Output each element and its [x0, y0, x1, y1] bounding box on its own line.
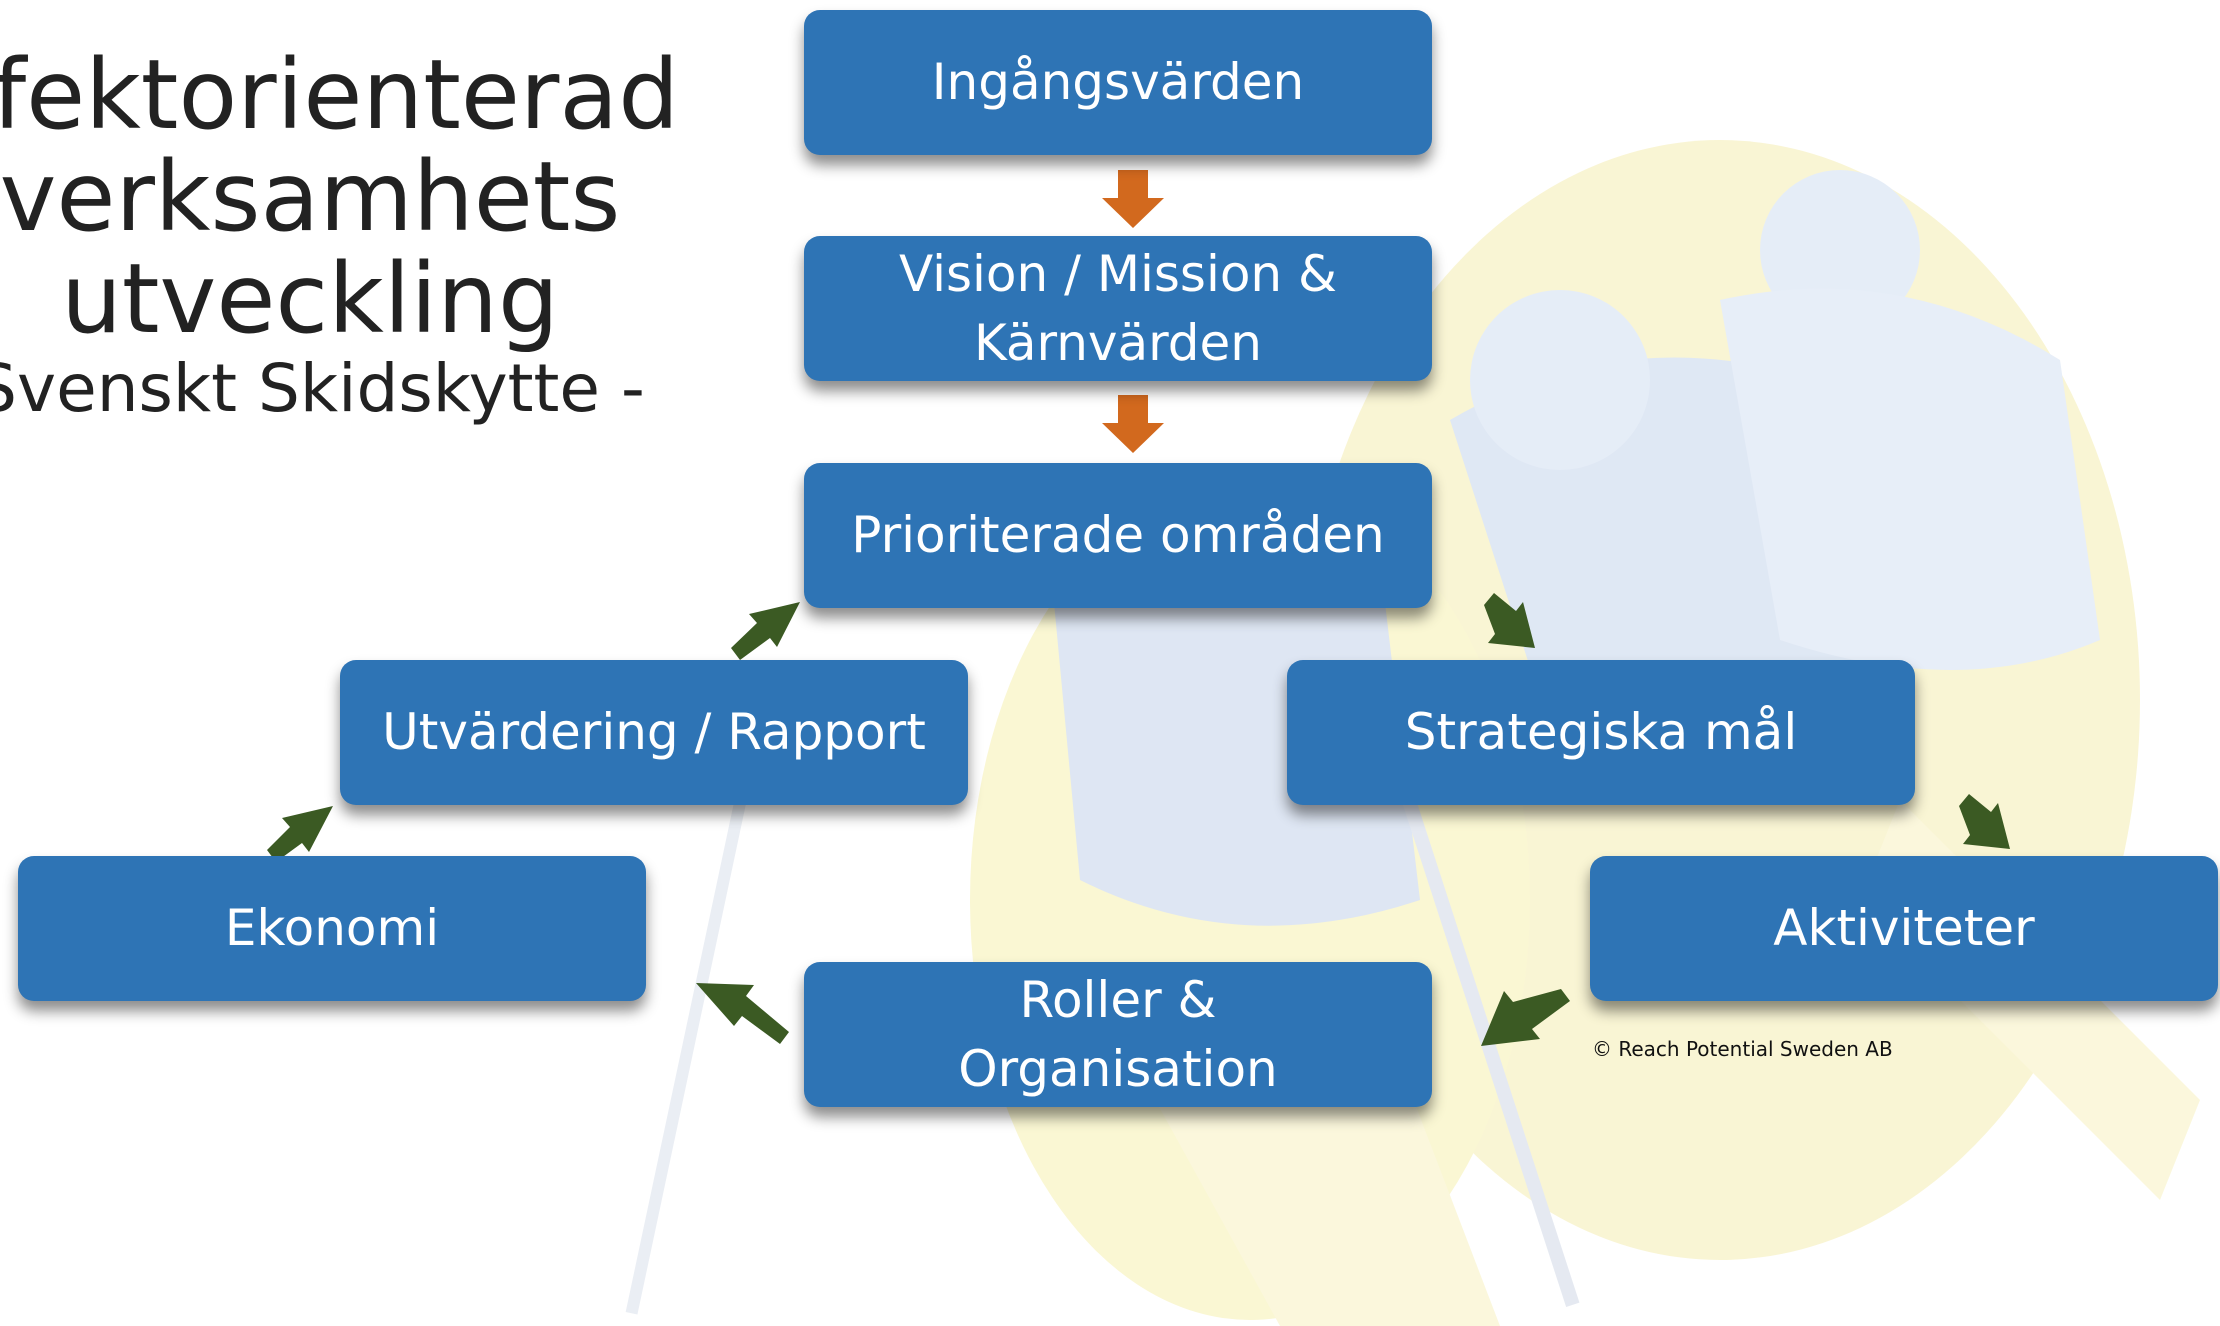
node-label-line-2: Organisation — [958, 1039, 1278, 1098]
node-label-line-1: Roller & — [1019, 970, 1217, 1029]
node-ekonomi: Ekonomi — [18, 856, 646, 1001]
node-label: Strategiska mål — [1404, 703, 1798, 761]
copyright-notice: © Reach Potential Sweden AB — [1592, 1037, 1893, 1061]
node-label: Aktiviteter — [1773, 899, 2035, 957]
node-vision: Vision / Mission & Kärnvärden — [804, 236, 1432, 381]
slide-title: ffektorienterad verksamhets utveckling S… — [0, 39, 680, 428]
node-utvardering: Utvärdering / Rapport — [340, 660, 968, 805]
node-label: Utvärdering / Rapport — [382, 703, 926, 761]
node-roller: Roller & Organisation — [804, 962, 1432, 1107]
title-line-2: verksamhets — [0, 140, 621, 253]
node-label-line-2: Kärnvärden — [973, 313, 1262, 372]
node-label: Ekonomi — [224, 899, 440, 957]
node-label: Prioriterade områden — [851, 506, 1385, 564]
node-aktiviteter: Aktiviteter — [1590, 856, 2218, 1001]
node-strategiska: Strategiska mål — [1287, 660, 1915, 805]
node-label: Ingångsvärden — [931, 53, 1305, 111]
node-prioriterade: Prioriterade områden — [804, 463, 1432, 608]
title-line-3: utveckling — [61, 242, 559, 355]
title-line-1: ffektorienterad — [0, 39, 680, 151]
node-ingangsvarden: Ingångsvärden — [804, 10, 1432, 155]
title-subtitle: Svenskt Skidskytte - — [0, 350, 645, 428]
node-label-line-1: Vision / Mission & — [898, 244, 1338, 303]
